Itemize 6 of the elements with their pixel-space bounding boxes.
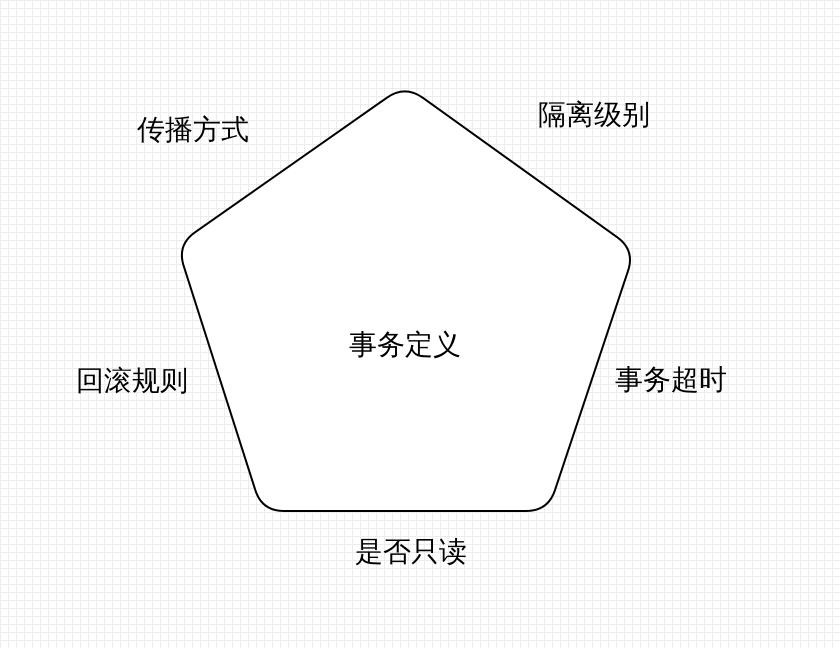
- side-label: 事务超时: [615, 362, 727, 398]
- side-label: 回滚规则: [76, 363, 188, 399]
- side-label: 是否只读: [355, 534, 467, 570]
- side-label: 传播方式: [137, 112, 249, 148]
- side-label: 隔离级别: [538, 97, 650, 133]
- node-label: 事务定义: [349, 327, 461, 363]
